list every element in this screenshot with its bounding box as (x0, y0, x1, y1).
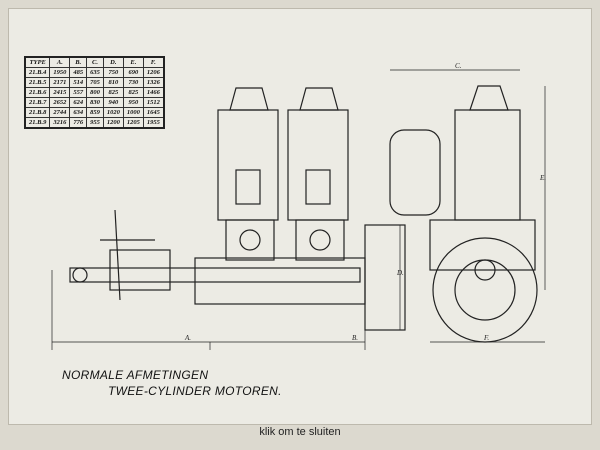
column-header: B. (69, 56, 88, 68)
table-cell: 825 (102, 87, 124, 98)
cylinder-1 (217, 87, 279, 261)
dim-c-label: C. (455, 62, 462, 70)
table-cell: 634 (69, 107, 88, 118)
table-cell: 1000 (122, 107, 144, 118)
table-cell: 514 (69, 77, 88, 88)
caption-line-2: TWEE-CYLINDER MOTOREN. (108, 384, 282, 398)
crankcase (194, 257, 366, 305)
table-cell: 750 (102, 67, 124, 78)
table-cell: 21.B.9 (24, 117, 51, 129)
dim-b-label: B. (352, 334, 358, 342)
table-cell: 859 (86, 107, 104, 118)
table-cell: 1512 (142, 97, 165, 108)
base-shaft (69, 267, 361, 283)
table-cell: 21.B.4 (24, 67, 51, 78)
column-header: TYPE (24, 56, 51, 68)
table-cell: 624 (69, 97, 88, 108)
close-link[interactable]: klik om te sluiten (259, 426, 341, 438)
table-cell: 1645 (142, 107, 165, 118)
table-cell: 1950 (49, 67, 71, 78)
table-cell: 21.B.8 (24, 107, 51, 118)
column-header: F. (142, 56, 165, 68)
column-header: E. (122, 56, 144, 68)
table-cell: 825 (122, 87, 144, 98)
dim-d-label: D. (396, 269, 404, 277)
table-cell: 1205 (122, 117, 144, 129)
column-header: A. (49, 56, 71, 68)
table-cell: 3216 (49, 117, 71, 129)
dim-e-label: E. (539, 174, 546, 182)
side-view (389, 85, 538, 343)
table-cell: 635 (86, 67, 104, 78)
table-cell: 21.B.5 (24, 77, 51, 88)
caption-line-1: NORMALE AFMETINGEN (62, 368, 209, 382)
table-cell: 1466 (142, 87, 165, 98)
table-cell: 557 (69, 87, 88, 98)
table-cell: 730 (122, 77, 144, 88)
table-cell: 705 (86, 77, 104, 88)
table-cell: 2415 (49, 87, 71, 98)
table-cell: 2744 (49, 107, 71, 118)
pump (109, 249, 171, 291)
table-cell: 830 (86, 97, 104, 108)
dim-a-label: A. (184, 334, 191, 342)
table-cell: 810 (102, 77, 124, 88)
table-cell: 776 (69, 117, 88, 129)
column-header: D. (102, 56, 124, 68)
table-cell: 690 (122, 67, 144, 78)
table-cell: 2171 (49, 77, 71, 88)
table-cell: 955 (86, 117, 104, 129)
table-cell: 2652 (49, 97, 71, 108)
table-cell: 1020 (102, 107, 124, 118)
table-cell: 1206 (142, 67, 165, 78)
table-cell: 21.B.6 (24, 87, 51, 98)
table-cell: 1326 (142, 77, 165, 88)
column-header: C. (86, 56, 104, 68)
table-cell: 940 (102, 97, 124, 108)
table-cell: 1955 (142, 117, 165, 129)
table-cell: 1200 (102, 117, 124, 129)
cylinder-2 (287, 87, 349, 261)
table-cell: 800 (86, 87, 104, 98)
table-cell: 21.B.7 (24, 97, 51, 108)
dim-f-label: F. (483, 334, 489, 342)
table-cell: 950 (122, 97, 144, 108)
table-cell: 485 (69, 67, 88, 78)
flywheel (364, 224, 406, 331)
